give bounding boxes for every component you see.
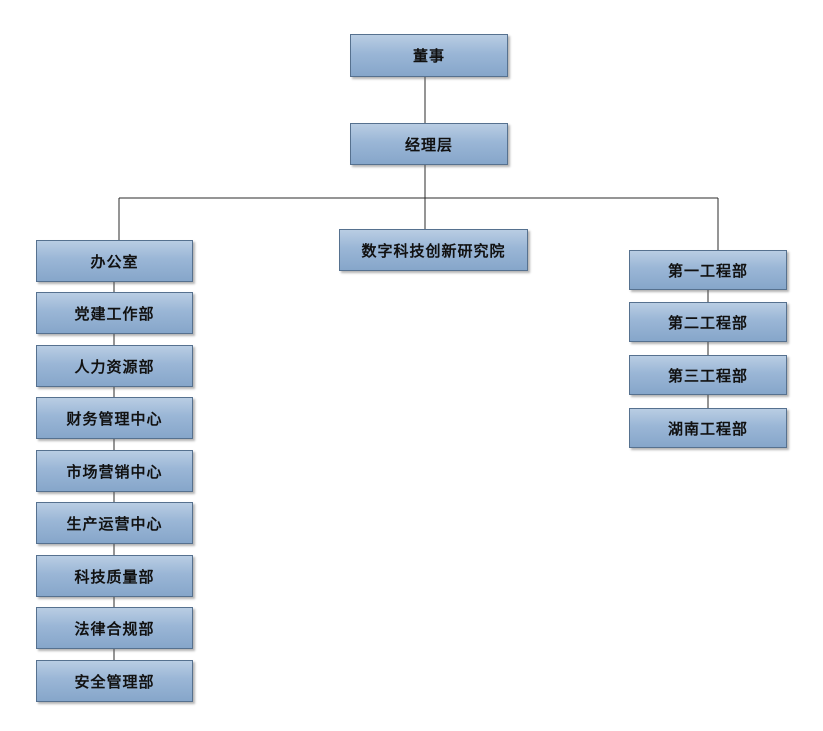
right-dept-second-engineering: 第二工程部 — [629, 302, 787, 342]
left-dept-production: 生产运营中心 — [36, 502, 193, 544]
left-dept-legal: 法律合规部 — [36, 607, 193, 649]
right-dept-third-engineering: 第三工程部 — [629, 355, 787, 395]
left-dept-finance: 财务管理中心 — [36, 397, 193, 439]
left-dept-office: 办公室 — [36, 240, 193, 282]
right-dept-first-engineering: 第一工程部 — [629, 250, 787, 290]
left-dept-party-building: 党建工作部 — [36, 292, 193, 334]
research-institute-box: 数字科技创新研究院 — [339, 229, 528, 271]
left-dept-human-resources: 人力资源部 — [36, 345, 193, 387]
left-dept-marketing: 市场营销中心 — [36, 450, 193, 492]
left-dept-tech-quality: 科技质量部 — [36, 555, 193, 597]
management-box: 经理层 — [350, 123, 508, 165]
board-box: 董事 — [350, 34, 508, 77]
right-dept-hunan-engineering: 湖南工程部 — [629, 408, 787, 448]
left-dept-safety: 安全管理部 — [36, 660, 193, 702]
